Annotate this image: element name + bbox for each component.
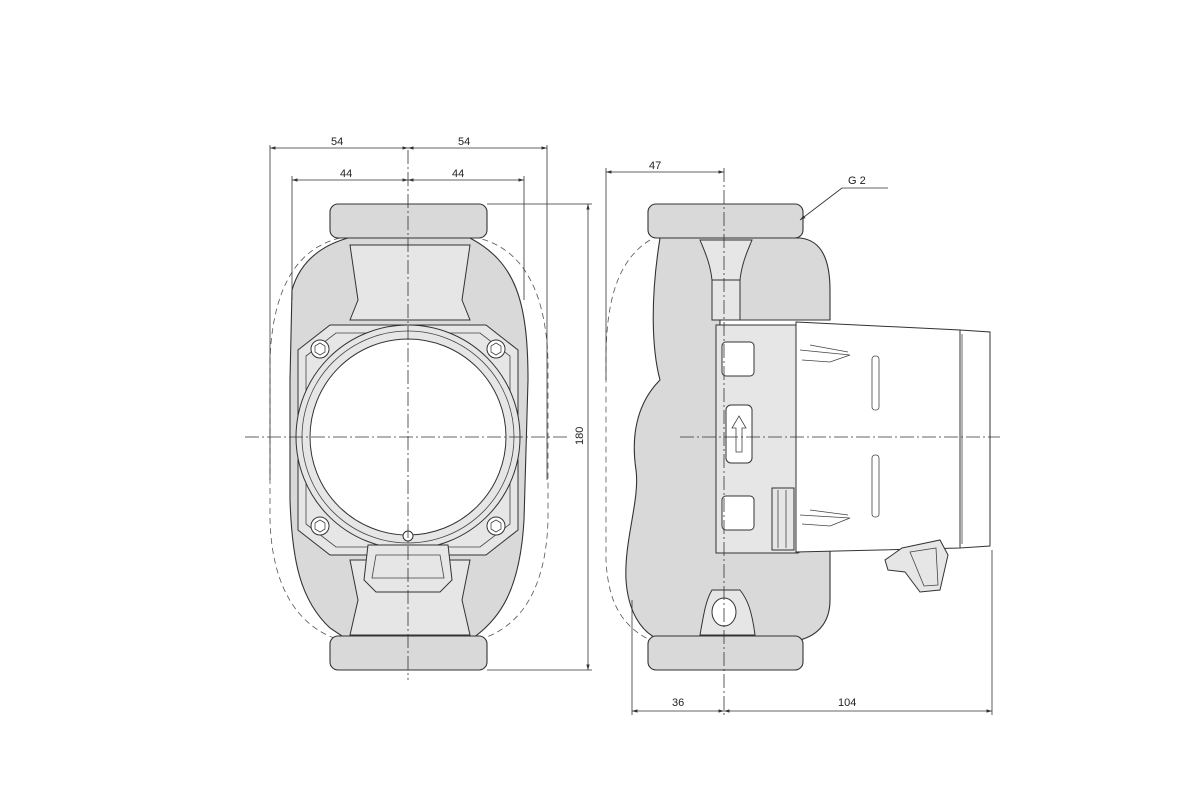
side-plate-pad-bottom [721,495,755,531]
dim-side-top: 47 [649,160,661,172]
dim-side-bottom-left: 36 [672,697,684,709]
side-vent-slot-bottom [871,454,880,518]
front-neck-top [349,244,471,321]
side-clip-bottom [799,509,851,527]
front-bolt-bottom-left [310,516,330,536]
front-bolt-top-right [486,339,506,359]
dim-inner-right: 44 [452,168,464,180]
flow-arrow-icon [731,415,747,453]
front-bolt-bottom-right [486,516,506,536]
front-bolt-top-left [310,339,330,359]
side-vent-slot-top [871,355,880,411]
front-top-flange [329,203,488,239]
side-bottom-flange [647,635,804,671]
side-housing [625,237,831,641]
front-envelope-outline [269,237,549,641]
side-view: 47 G 2 36 104 [605,160,1000,715]
thread-leader-line [799,187,843,221]
side-flow-window [725,404,753,464]
side-top-flange [647,203,804,239]
dim-height: 180 [574,427,586,445]
thread-label: G 2 [848,175,866,187]
side-plate-pad-top [721,341,755,377]
dim-inner-left: 44 [340,168,352,180]
side-terminal-block [771,487,795,551]
side-motor-cap [959,329,991,549]
dim-side-bottom-right: 104 [838,697,856,709]
front-bottom-flange [329,635,488,671]
dim-outer-right: 54 [458,136,470,148]
side-clip-top [799,344,851,363]
dim-outer-left: 54 [331,136,343,148]
side-cable-plug [884,539,949,593]
front-view: 54 54 44 44 180 [245,136,592,680]
